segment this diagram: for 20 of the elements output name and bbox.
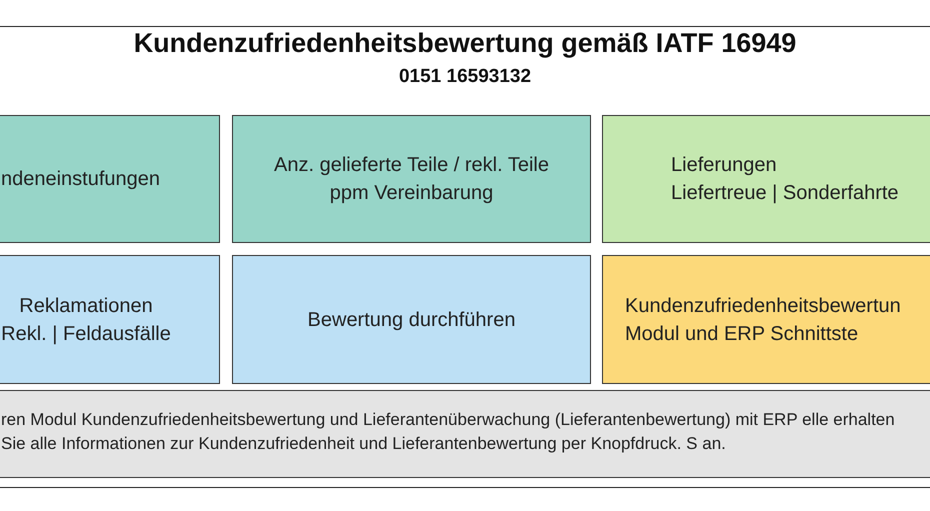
category-box: [602, 255, 930, 384]
box-text: Bewertung durchführen: [308, 308, 516, 332]
note-box: [0, 390, 930, 478]
box-text: Anz. gelieferte Teile / rekl. Teile: [274, 153, 549, 178]
title: Kundenzufriedenheitsbewertung gemäß IATF 16949: [132, 28, 798, 59]
box-text: Liefertreue | Sonderfahrte: [671, 181, 899, 206]
category-box: [232, 255, 591, 384]
category-box: [0, 255, 220, 384]
category-box: [232, 115, 591, 243]
category-box: [602, 115, 930, 243]
box-text: ndeneinstufungen: [1, 167, 160, 192]
note-text: ren Modul Kundenzufriedenheitsbewertung und Lieferantenüberwachung (Lieferantenbewertung) mit ERP elle erhalten Sie alle Informationen zur Kundenzufriedenheit und Lieferantenbewertung per Knopfdruck. S an.: [1, 409, 896, 455]
box-text: Kundenzufriedenheitsbewertun: [625, 294, 901, 318]
box-text: Rekl. | Feldausfälle: [1, 322, 171, 346]
category-box: [0, 115, 220, 243]
phone-number: 0151 16593132: [398, 66, 532, 88]
box-text: ppm Vereinbarung: [330, 181, 494, 206]
box-text: Modul und ERP Schnittste: [625, 322, 858, 346]
box-text: Reklamationen: [19, 294, 153, 318]
box-text: Lieferungen: [671, 153, 777, 178]
